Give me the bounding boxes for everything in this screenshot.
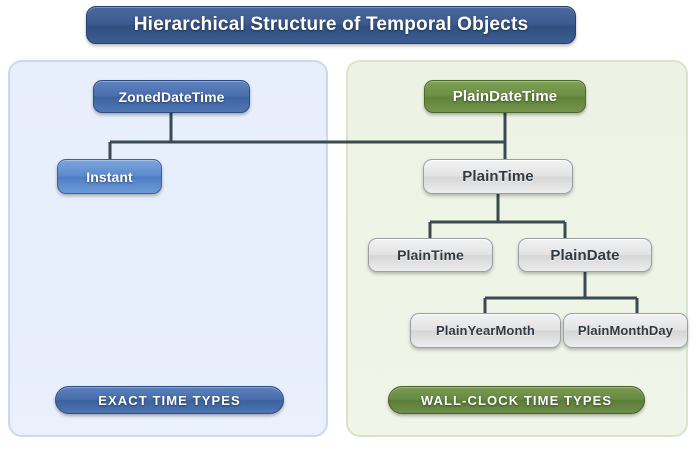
node-plaintime-row3[interactable]: PlainTime: [368, 238, 493, 272]
node-instant[interactable]: Instant: [57, 159, 162, 194]
exact-time-panel: [8, 60, 328, 437]
node-plaindatetime[interactable]: PlainDateTime: [424, 80, 586, 113]
node-plaintime-top[interactable]: PlainTime: [423, 159, 573, 194]
legend-wall-clock-time-types[interactable]: WALL-CLOCK TIME TYPES: [388, 386, 645, 414]
legend-exact-time-types[interactable]: EXACT TIME TYPES: [55, 386, 284, 414]
node-plainmonthday[interactable]: PlainMonthDay: [563, 313, 688, 348]
node-plainyearmonth[interactable]: PlainYearMonth: [410, 313, 561, 348]
node-plaindate[interactable]: PlainDate: [518, 238, 652, 272]
node-zoneddatetime[interactable]: ZonedDateTime: [93, 80, 250, 113]
page-title: Hierarchical Structure of Temporal Objec…: [86, 6, 576, 44]
